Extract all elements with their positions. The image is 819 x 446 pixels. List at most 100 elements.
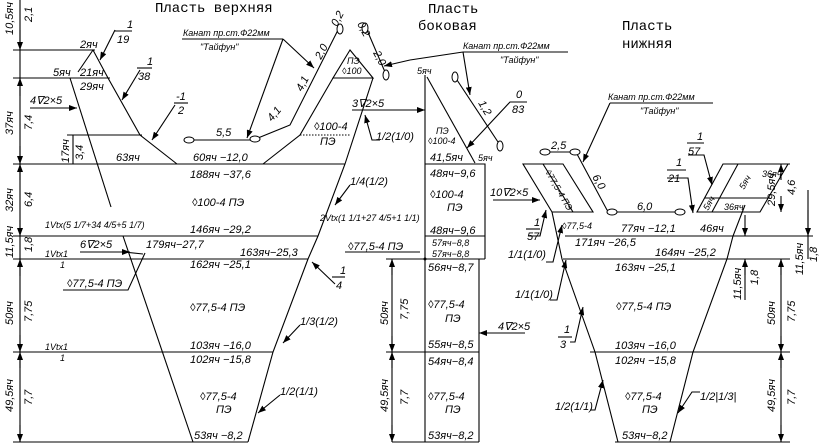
row-label: 146яч −29,2 xyxy=(190,224,251,236)
denominator: 4 xyxy=(336,280,342,292)
rigging-label: 1 xyxy=(60,260,65,270)
numerator: 1 xyxy=(534,217,540,229)
mesh-label: 5яч xyxy=(737,173,753,191)
fraction-0-83: 0 83 xyxy=(510,89,527,116)
dim-label: 50яч xyxy=(379,301,391,325)
title-side-panel-1: Пласть xyxy=(428,2,478,18)
material-label: ПЭ xyxy=(436,126,449,136)
taper-label: 1/1(1/0) xyxy=(515,289,553,301)
rigging-label: 4∇2×5 xyxy=(30,95,63,107)
row-label: 162яч −25,1 xyxy=(190,259,251,271)
fraction-1-57-left: 1 57 xyxy=(526,217,540,243)
taper-label: 1/4(1/2) xyxy=(350,176,388,188)
denominator: 83 xyxy=(512,104,525,116)
row-label: 163яч−25,3 xyxy=(240,247,299,259)
fraction-minus-1-2: -1 2 xyxy=(174,91,188,117)
row-label: 164яч −25,2 xyxy=(655,247,716,259)
dim-label: 7,4 xyxy=(23,115,35,130)
rope-length: 6,0 xyxy=(589,173,607,193)
dim-label: 10,5яч xyxy=(4,2,16,35)
material-label: ПЭ xyxy=(447,202,463,214)
row-label: 57яч−8,8 xyxy=(432,238,469,248)
rigging-label: 3∇2×5 xyxy=(352,98,385,110)
dim-label: 49,5яч xyxy=(766,379,778,412)
dim-label: 7,7 xyxy=(23,389,35,405)
row-label: 103яч −16,0 xyxy=(190,340,252,352)
fraction-1-3: 1 3 xyxy=(558,324,572,351)
material-label: ПЭ xyxy=(347,56,360,66)
denominator: 57 xyxy=(527,231,540,243)
upper-panel: 10,5яч 2,1 37яч 7,4 17яч 3,4 32яч 6,4 11… xyxy=(4,0,414,443)
dim-label: 7,75 xyxy=(399,298,411,320)
rope-length: 1,2 xyxy=(475,99,493,118)
row-label: 48яч−9,6 xyxy=(430,225,476,237)
rigging-label: 10∇2×5 xyxy=(490,187,529,199)
mesh-label: 2яч xyxy=(79,39,98,51)
dim-label: 11,5яч xyxy=(4,226,16,258)
row-label: 102яч −15,8 xyxy=(615,355,677,367)
dim-label: 50яч xyxy=(4,301,16,325)
material-label: ◊77,5-4 xyxy=(428,391,465,403)
rigging-label: 1 xyxy=(60,353,65,363)
row-label: 103яч −16,0 xyxy=(615,340,677,352)
dim-label: 50яч xyxy=(766,301,778,325)
numerator: 1 xyxy=(697,131,703,143)
row-label: 188яч −37,6 xyxy=(190,169,252,181)
taper-label: 1/2(1/0) xyxy=(376,131,414,143)
material-label: ◊77,5-4 xyxy=(428,299,465,311)
title-side-panel-2: боковая xyxy=(418,18,477,35)
material-label: ◊77,5-4 xyxy=(200,391,237,403)
row-label: 53яч−8,2 xyxy=(622,430,668,442)
dim-label: 49,5яч xyxy=(379,379,391,412)
dim-label: 49,5яч xyxy=(4,379,16,412)
rope-label: Канат пр.ст.Ф22мм xyxy=(463,41,550,51)
denominator: 3 xyxy=(560,339,567,351)
mesh-label: 36яч xyxy=(762,169,782,179)
denominator: 19 xyxy=(117,34,129,46)
numerator: 1 xyxy=(676,157,682,169)
rope-length: 2,0 xyxy=(313,41,332,62)
denominator: 57 xyxy=(688,146,701,158)
rope-length: 0,2 xyxy=(329,9,347,28)
dim-label: 2,1 xyxy=(23,7,35,23)
numerator: 1 xyxy=(127,19,133,31)
material-label: ПЭ xyxy=(445,313,461,325)
row-label: 171яч −26,5 xyxy=(575,237,637,249)
numerator: 1 xyxy=(564,324,570,336)
rope-length: 4,1 xyxy=(294,74,312,93)
numerator: -1 xyxy=(176,91,186,103)
rope-label: Канат пр.ст.Ф22мм xyxy=(183,28,270,38)
taper-label: 1/2(1/1) xyxy=(280,386,318,398)
dim-label: 37яч xyxy=(4,111,16,135)
denominator: 38 xyxy=(138,71,151,83)
row-label: 48яч−9,6 xyxy=(430,168,476,180)
dim-label: 3,4 xyxy=(74,145,86,160)
mesh-label: 5яч xyxy=(53,67,71,79)
material-label: ПЭ xyxy=(320,136,336,148)
fraction-1-21: 1 21 xyxy=(667,157,686,185)
taper-label: 1/2(1/1) xyxy=(555,401,593,413)
material-label: ПЭ xyxy=(445,404,461,416)
rope-brand: "Тайфун" xyxy=(200,42,239,52)
dim-label: 6,4 xyxy=(23,192,35,207)
row-label: 54яч−8,4 xyxy=(428,356,474,368)
dim-label: 7,7 xyxy=(399,389,411,405)
material-label: ◊100 xyxy=(342,66,361,76)
numerator: 1 xyxy=(340,265,346,277)
rigging-label: 6∇2×5 xyxy=(80,239,113,251)
rigging-label: 1Vtx1 xyxy=(45,249,68,259)
fraction-1-38: 1 38 xyxy=(137,56,153,83)
dim-label: 11,5яч xyxy=(794,243,806,275)
taper-label: 1/3(1/2) xyxy=(300,316,338,328)
row-label: 163яч −25,1 xyxy=(615,262,676,274)
rope-label: Канат пр.ст.Ф22мм xyxy=(608,92,695,102)
mesh-label: 29яч xyxy=(79,81,104,93)
mesh-label: 5яч xyxy=(701,194,717,212)
dim-label: 1,8 xyxy=(749,269,761,285)
numerator: 1 xyxy=(147,56,153,68)
taper-label: 1/1(1/0) xyxy=(508,249,546,261)
mesh-label: 41,5яч xyxy=(430,152,463,164)
row-label: 53яч−8,2 xyxy=(428,430,474,442)
material-label: ◊100-4 xyxy=(314,121,348,133)
